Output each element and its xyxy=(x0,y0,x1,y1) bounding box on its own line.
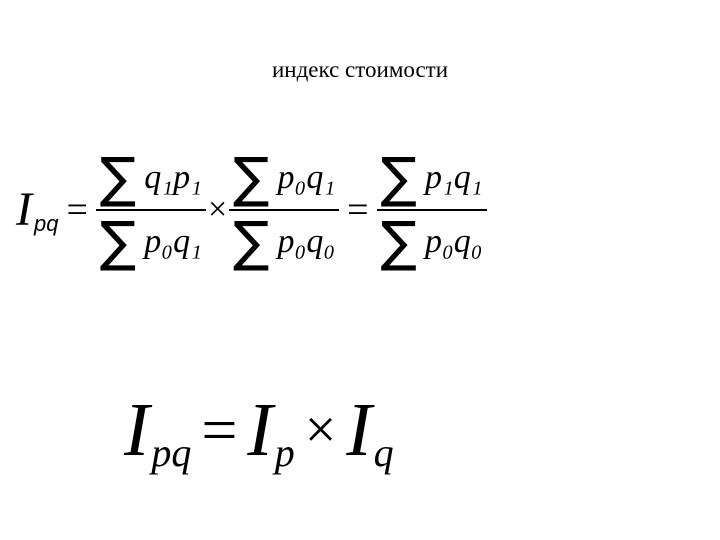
fraction-3-denominator-expr: p₀q₀ xyxy=(424,223,483,260)
fraction-3: ∑ p₁q₁ ∑ p₀q₀ xyxy=(376,147,487,273)
summation-icon: ∑ xyxy=(380,146,417,209)
fraction-2-numerator-expr: p₀q₁ xyxy=(277,159,336,196)
formula2-lhs-subscript: pq xyxy=(151,429,192,475)
formula1-equals-1: = xyxy=(66,189,88,231)
summation-icon: ∑ xyxy=(99,146,137,209)
fraction-3-bar xyxy=(376,209,487,211)
fraction-2-bar xyxy=(229,209,340,211)
fraction-3-denominator: ∑ p₀q₀ xyxy=(377,211,487,273)
fraction-1: ∑ q₁p₁ ∑ p₀q₁ xyxy=(95,147,206,273)
fraction-1-numerator-expr: q₁p₁ xyxy=(144,159,202,196)
formula2-term2-subscript: q xyxy=(373,429,394,475)
page-title: индекс стоимости xyxy=(271,57,449,82)
fraction-2-denominator: ∑ p₀q₀ xyxy=(229,211,339,273)
fraction-1-bar xyxy=(95,209,206,211)
cost-index-formula: I pq = ∑ q₁p₁ ∑ p₀q₁ × ∑ p₀q₁ ∑ p₀q₀ = ∑… xyxy=(16,140,487,280)
formula2-lhs-symbol: I xyxy=(124,388,150,472)
fraction-3-numerator: ∑ p₁q₁ xyxy=(377,147,487,209)
fraction-1-denominator-expr: p₀q₁ xyxy=(144,223,202,260)
formula1-lhs-symbol: I xyxy=(16,183,32,236)
fraction-3-numerator-expr: p₁q₁ xyxy=(424,159,483,196)
summation-icon: ∑ xyxy=(99,210,137,273)
formula2-term1-symbol: I xyxy=(247,388,273,472)
fraction-1-numerator: ∑ q₁p₁ xyxy=(96,147,206,209)
index-product-formula: I pq = I p × I q xyxy=(124,380,394,480)
formula2-term1-subscript: p xyxy=(274,429,295,475)
formula2-times: × xyxy=(304,399,337,461)
summation-icon: ∑ xyxy=(380,210,417,273)
summation-icon: ∑ xyxy=(233,210,270,273)
fraction-2: ∑ p₀q₁ ∑ p₀q₀ xyxy=(229,147,340,273)
fraction-2-denominator-expr: p₀q₀ xyxy=(277,223,336,260)
fraction-2-numerator: ∑ p₀q₁ xyxy=(229,147,339,209)
summation-icon: ∑ xyxy=(233,146,270,209)
formula1-lhs-subscript: pq xyxy=(33,211,59,236)
formula2-equals: = xyxy=(201,394,238,465)
formula2-term2-symbol: I xyxy=(346,388,372,472)
fraction-1-denominator: ∑ p₀q₁ xyxy=(96,211,206,273)
formula1-times: × xyxy=(207,191,228,228)
formula1-equals-2: = xyxy=(347,189,369,231)
